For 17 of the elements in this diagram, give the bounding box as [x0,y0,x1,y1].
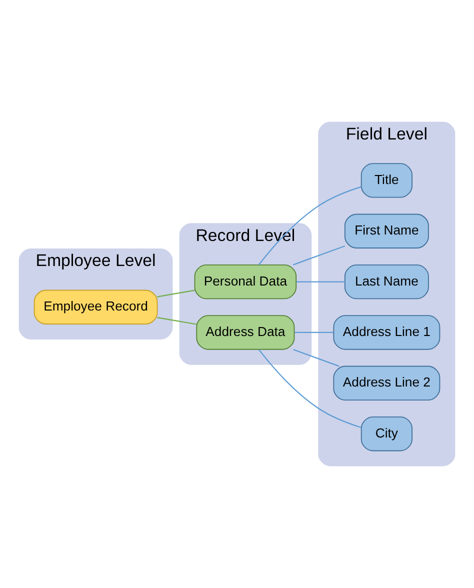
connector [292,245,346,266]
node-box: Last Name [344,264,429,300]
connector [294,332,334,334]
node-box: Title [360,163,412,198]
connector [296,281,345,282]
connector [157,316,197,325]
node-box: Personal Data [194,264,297,300]
connector [157,290,195,298]
node-box: City [360,416,412,452]
node-box: First Name [344,214,429,248]
connector [258,349,362,428]
connector [292,348,340,367]
node-box: Address Data [196,315,295,350]
connector [258,186,362,266]
node-box: Address Line 1 [333,315,440,350]
node-box: Employee Record [34,290,158,324]
node-box: Address Line 2 [333,366,440,401]
